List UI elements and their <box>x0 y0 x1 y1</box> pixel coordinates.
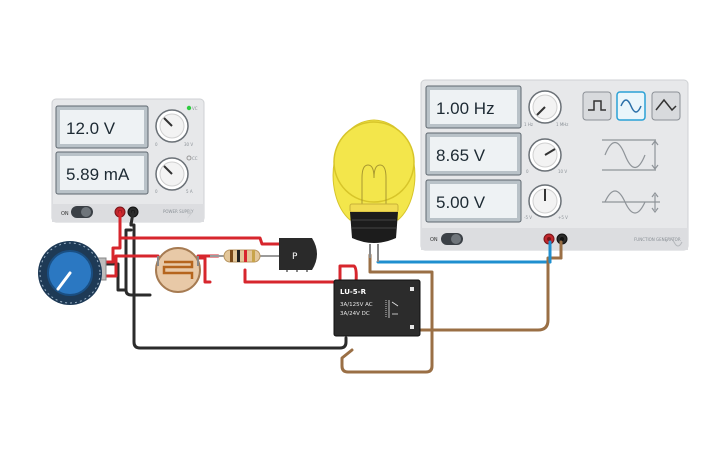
wire-brown-lamp <box>340 253 434 374</box>
voltage-knob-max-label: 30 V <box>184 142 193 147</box>
frequency-display: 1.00 Hz <box>425 85 522 129</box>
waveform-square-button[interactable] <box>582 91 612 121</box>
offset-max-label: +5 V <box>558 215 568 220</box>
resistor[interactable] <box>210 249 280 263</box>
transistor[interactable]: P <box>279 238 317 272</box>
cc-indicator-led <box>186 155 192 161</box>
wire-black-supply-neg <box>129 210 348 350</box>
wire-black-ldr <box>124 228 152 297</box>
freq-min-label: 1 Hz <box>524 122 533 127</box>
photoresistor[interactable] <box>155 247 201 293</box>
voltage-display: 12.0 V <box>55 105 149 149</box>
voltage-knob-min-label: 0 <box>155 142 158 147</box>
light-bulb[interactable] <box>332 119 416 262</box>
supply-brand-label: POWER SUPPLY <box>163 209 194 214</box>
svg-text:8.65 V: 8.65 V <box>436 146 486 165</box>
wire-red-pot2 <box>101 254 142 278</box>
relay[interactable]: LU-5-R 3A/125V AC 3A/24V DC <box>333 279 421 337</box>
current-display: 5.89 mA <box>55 151 149 195</box>
generator-brand-label: FUNCTION GENERATOR <box>634 237 681 242</box>
freq-max-label: 1 MHz <box>556 122 568 127</box>
wire-red-top <box>118 236 282 246</box>
lightning-icon <box>187 208 193 219</box>
svg-text:5.89 mA: 5.89 mA <box>66 165 130 184</box>
vc-label: VC <box>192 106 198 111</box>
wire-black-pot <box>101 262 128 292</box>
relay-spec-dc: 3A/24V DC <box>340 311 370 317</box>
cc-label: CC <box>192 156 198 161</box>
offset-display: 5.00 V <box>425 179 522 223</box>
frequency-knob[interactable] <box>528 90 562 124</box>
potentiometer[interactable] <box>38 241 107 305</box>
current-knob[interactable] <box>155 157 189 191</box>
transistor-label: P <box>292 252 298 262</box>
triangle-wave-icon <box>655 98 677 112</box>
amplitude-knob[interactable] <box>528 138 562 172</box>
power-supply[interactable]: 12.0 V 5.89 mA 0 30 V VC CC 0 5 A ON <box>51 98 205 223</box>
generator-logo-icon <box>665 237 683 247</box>
waveform-sine-button[interactable] <box>616 91 646 121</box>
generator-on-label: ON <box>430 237 438 243</box>
sine-wave-icon <box>620 99 642 113</box>
current-knob-max-label: 5 A <box>186 189 193 194</box>
cv-indicator-led <box>186 105 192 111</box>
supply-on-label: ON <box>61 211 69 217</box>
amplitude-guide-icon <box>602 139 659 171</box>
wire-brown-gen <box>416 246 563 332</box>
wire-endpoints <box>118 210 563 264</box>
relay-model-label: LU-5-R <box>340 288 367 296</box>
square-wave-icon <box>588 100 606 111</box>
svg-text:5.00 V: 5.00 V <box>436 193 486 212</box>
amp-min-label: 0 <box>526 169 529 174</box>
generator-power-switch[interactable] <box>441 233 463 245</box>
relay-schematic-icon <box>385 300 399 318</box>
wires <box>101 210 563 374</box>
voltage-knob[interactable] <box>155 109 189 143</box>
offset-knob[interactable] <box>528 184 562 218</box>
svg-text:12.0 V: 12.0 V <box>66 119 116 138</box>
amplitude-display: 8.65 V <box>425 132 522 176</box>
function-generator[interactable]: 1.00 Hz 8.65 V 5.00 V 1 Hz 1 MHz 0 10 V <box>420 79 689 251</box>
waveform-triangle-button[interactable] <box>651 91 681 121</box>
wire-red-supply-pos <box>101 210 122 264</box>
offset-min-label: -5 V <box>524 215 532 220</box>
supply-power-switch[interactable] <box>71 206 93 218</box>
current-knob-min-label: 0 <box>155 189 158 194</box>
amp-max-label: 10 V <box>558 169 567 174</box>
wire-red-ldr-down <box>196 256 212 284</box>
offset-guide-icon <box>602 190 660 214</box>
svg-text:1.00 Hz: 1.00 Hz <box>436 99 495 118</box>
relay-spec-ac: 3A/125V AC <box>340 302 373 308</box>
